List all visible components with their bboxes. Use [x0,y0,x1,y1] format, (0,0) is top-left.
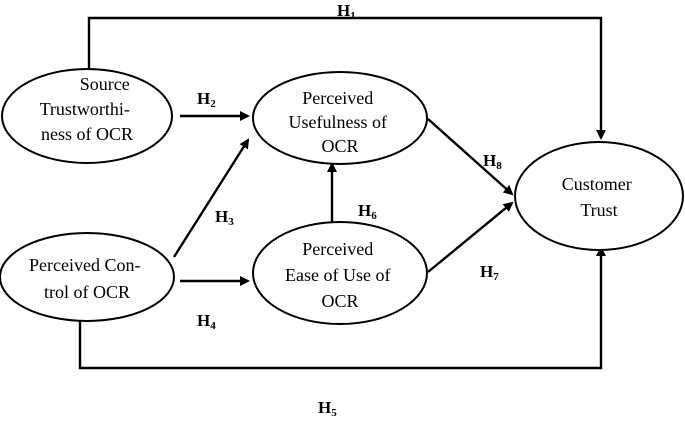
hypothesis-number: 6 [371,210,377,222]
arrow-h5 [78,246,606,370]
node-perceived-control: Perceived Con- trol of OCR [0,232,175,322]
node-label-line: trol of OCR [44,282,130,302]
hypothesis-letter: H [358,201,371,220]
node-label-line: Perceived [302,88,373,108]
node-perceived-usefulness: Perceived Usefulness of OCR [252,71,428,165]
node-perceived-ease-of-use-shape [252,221,428,325]
node-label-line: Perceived [302,239,373,259]
hypothesis-letter: H [197,89,210,108]
hypothesis-label-h8: H8 [483,151,502,172]
node-label-line: Ease of Use of [285,265,390,285]
node-perceived-control-shape [0,232,175,322]
hypothesis-letter: H [215,207,228,226]
node-perceived-ease-of-use-label: Perceived Ease of Use of OCR [285,239,395,311]
node-customer-trust-shape [514,141,684,251]
node-source-trustworthiness: Source Trustworthi- ness of OCR [1,68,173,164]
hypothesis-label-h5: H5 [318,398,337,419]
hypothesis-number: 4 [210,320,216,332]
node-label-line: Perceived Con- [29,255,140,275]
node-label-line: Customer [562,174,632,194]
hypothesis-number: 3 [228,216,234,228]
node-perceived-usefulness-label: Perceived Usefulness of OCR [289,88,392,156]
node-label-line: Source [80,74,130,94]
node-customer-trust: Customer Trust [514,141,684,251]
node-label-line: Trust [580,200,617,220]
hypothesis-number: 7 [493,271,499,283]
node-perceived-control-label: Perceived Con- trol of OCR [29,255,145,302]
arrow-h1 [87,16,606,140]
hypothesis-label-h6: H6 [358,201,377,222]
hypothesis-number: 1 [350,10,356,22]
hypothesis-letter: H [483,151,496,170]
hypothesis-label-h7: H7 [480,262,499,283]
hypothesis-number: 2 [210,98,216,110]
hypothesis-letter: H [197,311,210,330]
hypothesis-label-h1: H1 [337,1,356,22]
hypothesis-number: 8 [496,160,502,172]
node-customer-trust-label: Customer Trust [562,174,637,220]
node-source-trustworthiness-shape [1,68,173,164]
hypothesis-letter: H [318,398,331,417]
arrow-h8 [427,118,514,196]
arrow-h3 [172,138,250,258]
hypothesis-label-h4: H4 [197,311,216,332]
node-label-line: ness of OCR [41,124,133,144]
hypothesis-letter: H [480,262,493,281]
hypothesis-letter: H [337,1,350,20]
node-perceived-usefulness-shape [252,71,428,165]
hypothesis-label-h3: H3 [215,207,234,228]
node-label-line: OCR [321,291,358,311]
hypothesis-label-h2: H2 [197,89,216,110]
hypothesis-number: 5 [331,407,337,419]
node-label-line: OCR [321,136,358,156]
node-label-line: Usefulness of [289,112,387,132]
node-label-line: Trustworthi- [40,99,130,119]
node-perceived-ease-of-use: Perceived Ease of Use of OCR [252,221,428,325]
arrow-h7 [427,201,514,273]
node-source-trustworthiness-label: Source Trustworthi- ness of OCR [40,74,135,144]
